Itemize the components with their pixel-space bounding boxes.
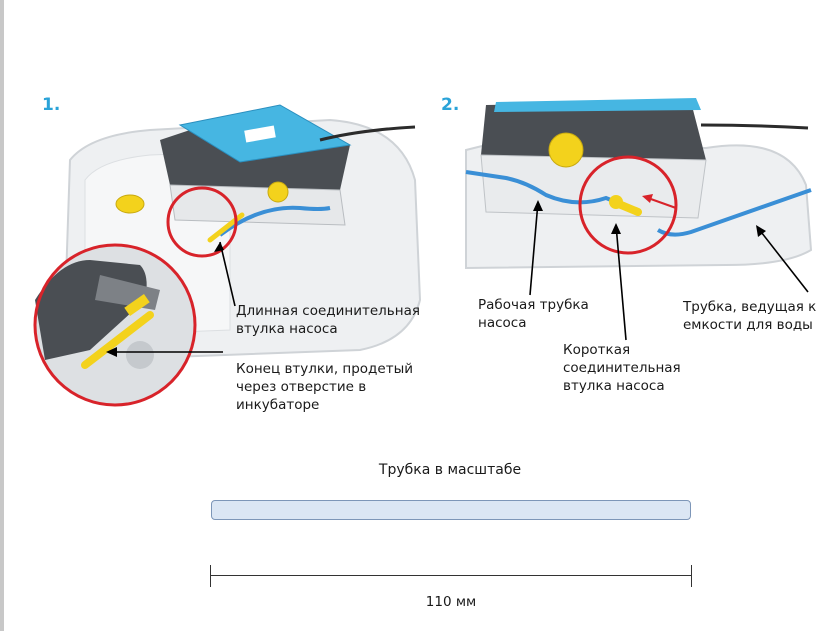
- insert-direction-arrow: [647, 197, 677, 209]
- step-2-number: 2.: [441, 95, 460, 115]
- long-sleeve-zoomed: [81, 311, 154, 369]
- step-1-illustration: [33, 104, 422, 407]
- pump-tube: [218, 205, 331, 237]
- highlight-circle-large: [33, 243, 197, 407]
- label-working-tube: Рабочая трубка насоса: [478, 297, 589, 331]
- power-cable: [319, 125, 416, 142]
- power-cable-2: [700, 123, 809, 130]
- page-left-border: [0, 0, 4, 631]
- step-2-illustration: [465, 98, 813, 270]
- scale-length-label: 110 мм: [425, 594, 477, 610]
- scale-tube-bar: [211, 500, 691, 520]
- highlight-circle-small: [166, 186, 238, 258]
- working-tube: [465, 170, 617, 205]
- label-sleeve-end: Конец втулки, продетый через отверстие в…: [236, 361, 413, 413]
- scale-title: Трубка в масштабе: [378, 462, 522, 478]
- step-1-number: 1.: [42, 95, 61, 115]
- long-sleeve-arrow: [219, 241, 236, 307]
- water-tube: [656, 188, 812, 237]
- yellow-knob: [115, 194, 145, 214]
- yellow-knob-2: [548, 132, 584, 168]
- highlight-circle-2: [578, 155, 678, 255]
- pump-unit-2: [481, 102, 706, 160]
- step-2-leaders: [529, 200, 809, 341]
- label-water-tube: Трубка, ведущая к емкости для воды: [683, 299, 817, 333]
- scale-dimension-line: [210, 565, 692, 587]
- label-short-sleeve: Короткая соединительная втулка насоса: [563, 342, 681, 394]
- label-long-sleeve: Длинная соединительная втулка насоса: [236, 303, 420, 337]
